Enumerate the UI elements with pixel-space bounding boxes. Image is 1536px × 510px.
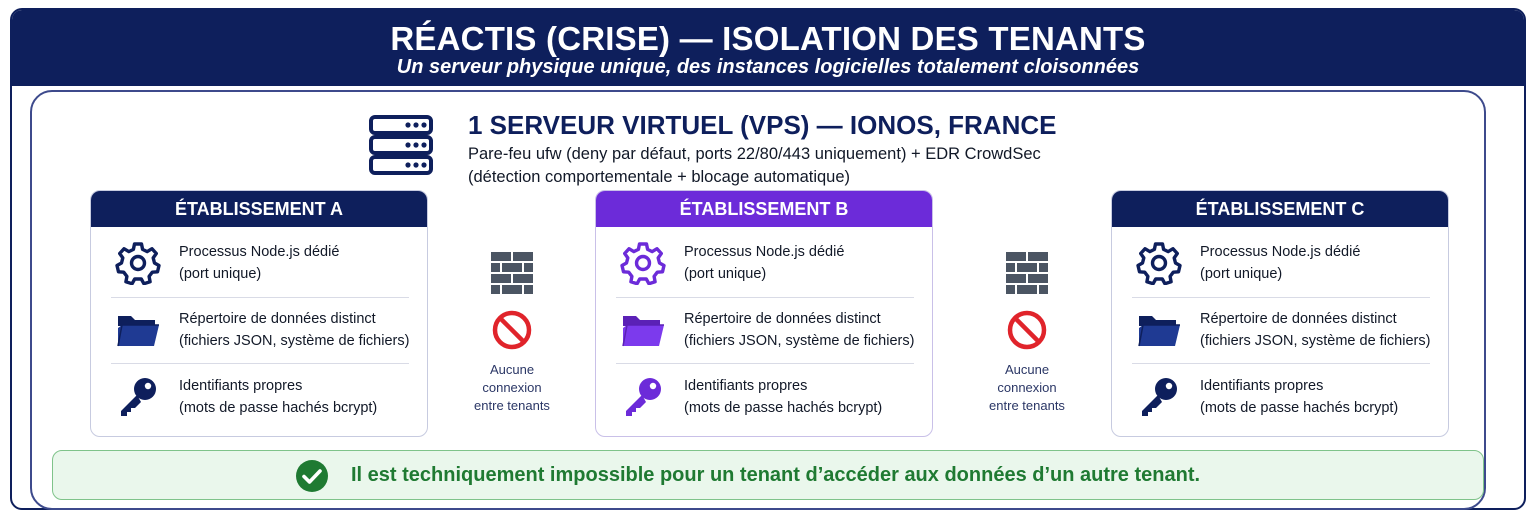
row-detail: (port unique) xyxy=(684,266,767,282)
server-desc-line1: Pare-feu ufw (deny par défaut, ports 22/… xyxy=(468,145,1041,163)
tenant-row-data: Répertoire de données distinct (fichiers… xyxy=(91,298,427,362)
tenant-row-process: Processus Node.js dédié (port unique) xyxy=(91,231,427,295)
separator-label: connexion xyxy=(997,380,1057,395)
folder-icon xyxy=(622,316,664,347)
key-icon xyxy=(626,378,661,416)
conclusion-banner: Il est techniquement impossible pour un … xyxy=(52,450,1484,500)
tenant-row-credentials: Identifiants propres (mots de passe hach… xyxy=(91,365,427,429)
check-circle-icon xyxy=(296,460,328,492)
tenant-header: ÉTABLISSEMENT C xyxy=(1112,191,1448,227)
tenant-card-a: ÉTABLISSEMENT A Processus Node.js dédié … xyxy=(90,190,428,437)
row-detail: (mots de passe hachés bcrypt) xyxy=(684,400,883,416)
brick-wall-icon xyxy=(491,252,533,294)
tenant-row-process: Processus Node.js dédié (port unique) xyxy=(596,231,932,295)
row-title: Répertoire de données distinct xyxy=(179,311,376,327)
tenant-header: ÉTABLISSEMENT B xyxy=(596,191,932,227)
no-entry-icon xyxy=(1007,310,1047,350)
tenant-separator: Aucune connexion entre tenants xyxy=(456,252,568,415)
tenant-header: ÉTABLISSEMENT A xyxy=(91,191,427,227)
conclusion-text: Il est techniquement impossible pour un … xyxy=(351,464,1201,486)
separator-label: Aucune xyxy=(489,362,535,377)
server-description: Pare-feu ufw (deny par défaut, ports 22/… xyxy=(468,143,1168,189)
row-detail: (fichiers JSON, système de fichiers) xyxy=(179,333,410,349)
tenant-row-data: Répertoire de données distinct (fichiers… xyxy=(1112,298,1448,362)
row-detail: (mots de passe hachés bcrypt) xyxy=(1200,400,1399,416)
tenant-row-credentials: Identifiants propres (mots de passe hach… xyxy=(1112,365,1448,429)
page-subtitle: Un serveur physique unique, des instance… xyxy=(396,56,1140,78)
row-divider xyxy=(616,297,914,298)
tenant-row-data: Répertoire de données distinct (fichiers… xyxy=(596,298,932,362)
row-detail: (port unique) xyxy=(179,266,262,282)
separator-label: entre tenants xyxy=(989,398,1065,413)
gear-icon xyxy=(115,242,161,285)
no-entry-icon xyxy=(492,310,532,350)
tenant-card-c: ÉTABLISSEMENT C Processus Node.js dédié … xyxy=(1111,190,1449,437)
folder-icon xyxy=(117,316,159,347)
row-divider xyxy=(111,363,409,364)
page-title: RÉACTIS (CRISE) — ISOLATION DES TENANTS xyxy=(390,20,1146,57)
row-detail: (fichiers JSON, système de fichiers) xyxy=(684,333,915,349)
row-divider xyxy=(111,297,409,298)
server-icon xyxy=(369,115,433,175)
tenant-card-b: ÉTABLISSEMENT B Processus Node.js dédié … xyxy=(595,190,933,437)
gear-icon xyxy=(620,242,666,285)
row-title: Processus Node.js dédié xyxy=(1200,244,1361,260)
separator-label: connexion xyxy=(482,380,542,395)
tenant-separator: Aucune connexion entre tenants xyxy=(971,252,1083,415)
row-detail: (fichiers JSON, système de fichiers) xyxy=(1200,333,1431,349)
row-detail: (mots de passe hachés bcrypt) xyxy=(179,400,378,416)
gear-icon xyxy=(1136,242,1182,285)
row-divider xyxy=(1132,297,1430,298)
row-divider xyxy=(1132,363,1430,364)
row-detail: (port unique) xyxy=(1200,266,1283,282)
server-desc-line2: (détection comportementale + blocage aut… xyxy=(468,168,851,186)
row-title: Répertoire de données distinct xyxy=(1200,311,1397,327)
header-banner: RÉACTIS (CRISE) — ISOLATION DES TENANTS … xyxy=(12,10,1524,86)
row-title: Répertoire de données distinct xyxy=(684,311,881,327)
folder-icon xyxy=(1138,316,1180,347)
brick-wall-icon xyxy=(1006,252,1048,294)
separator-label: Aucune xyxy=(1004,362,1050,377)
row-title: Identifiants propres xyxy=(1200,378,1324,394)
row-title: Identifiants propres xyxy=(684,378,808,394)
row-title: Identifiants propres xyxy=(179,378,303,394)
tenant-row-credentials: Identifiants propres (mots de passe hach… xyxy=(596,365,932,429)
row-title: Processus Node.js dédié xyxy=(684,244,845,260)
row-title: Processus Node.js dédié xyxy=(179,244,340,260)
separator-label: entre tenants xyxy=(474,398,550,413)
server-title: 1 SERVEUR VIRTUEL (VPS) — IONOS, FRANCE xyxy=(468,110,1057,140)
row-divider xyxy=(616,363,914,364)
key-icon xyxy=(121,378,156,416)
tenant-row-process: Processus Node.js dédié (port unique) xyxy=(1112,231,1448,295)
key-icon xyxy=(1142,378,1177,416)
